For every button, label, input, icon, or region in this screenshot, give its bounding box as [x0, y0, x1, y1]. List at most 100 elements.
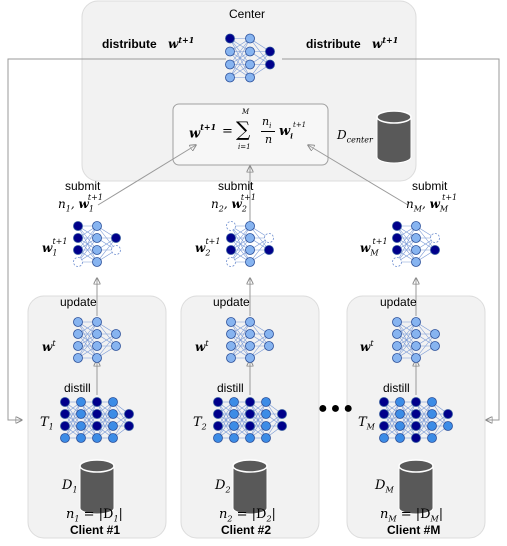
network-node [411, 433, 421, 443]
client-data-label-2: D2 [215, 478, 231, 495]
network-node [73, 233, 83, 243]
network-edge [229, 38, 251, 78]
network-edge [217, 401, 235, 439]
client-name-1: Client #1 [70, 523, 121, 537]
submit-payload-m: nM, wMt+1 [406, 193, 458, 214]
network-node [226, 245, 236, 255]
network-node [76, 421, 86, 431]
network-node [226, 317, 236, 327]
client-size-label-2: n2 = |D2| [219, 507, 276, 524]
network-edge [230, 321, 251, 347]
network-node [245, 245, 255, 255]
teacher-model-icon-m [379, 397, 453, 443]
submit-arrow-m [308, 145, 409, 206]
network-node [245, 46, 255, 57]
network-edge [249, 51, 271, 78]
network-edge [96, 401, 114, 439]
network-node [92, 421, 102, 431]
network-edge [77, 321, 98, 359]
distill-label-m: distill [383, 381, 410, 395]
client-database-icon-1 [79, 459, 115, 515]
network-edge [96, 333, 117, 359]
network-edge [249, 401, 267, 439]
network-node [430, 329, 440, 339]
frac-num: ni [262, 115, 272, 131]
network-edge [399, 401, 417, 439]
network-node [108, 421, 118, 431]
network-node [261, 421, 271, 431]
network-node [427, 397, 437, 407]
database-icons [79, 110, 434, 515]
network-node [60, 409, 70, 419]
network-node [60, 433, 70, 443]
distill-label-1: distill [64, 381, 91, 395]
center-title: Center [229, 7, 266, 21]
network-node [226, 353, 236, 363]
network-node [92, 221, 102, 231]
teacher-label-1: T1 [40, 415, 54, 432]
network-node [245, 317, 255, 327]
network-node [111, 329, 121, 339]
network-node [225, 59, 235, 70]
network-edge [396, 225, 417, 251]
network-node [261, 433, 271, 443]
network-node [92, 233, 102, 243]
more-clients-ellipsis: ●●● [318, 400, 356, 417]
network-node [379, 397, 389, 407]
network-node [73, 341, 83, 351]
local-model-label-1: w1t+1 [42, 237, 68, 258]
network-node [245, 59, 255, 70]
network-node [392, 257, 402, 267]
network-node [92, 329, 102, 339]
network-node [245, 257, 255, 267]
network-node [108, 433, 118, 443]
network-node [73, 329, 83, 339]
network-edge [77, 225, 98, 263]
network-node [76, 409, 86, 419]
current-model-icon-2 [226, 317, 274, 363]
network-node [111, 245, 121, 255]
network-node [124, 409, 134, 419]
network-node [76, 433, 86, 443]
global-weight-label-1: wt [42, 339, 56, 354]
network-node [427, 433, 437, 443]
network-node [111, 341, 121, 351]
current-model-icon-m [392, 317, 440, 363]
distill-label-2: distill [217, 381, 244, 395]
network-node [392, 341, 402, 351]
network-edge [396, 333, 417, 359]
network-edge [80, 401, 98, 439]
network-node [73, 353, 83, 363]
network-node [213, 409, 223, 419]
network-node [245, 33, 255, 44]
network-icons [60, 33, 453, 443]
network-node [245, 72, 255, 83]
client-size-label-1: n1 = |D1| [66, 507, 123, 524]
network-node [379, 433, 389, 443]
network-node [92, 397, 102, 407]
client-data-label-1: D1 [62, 478, 78, 495]
global-model-icon [225, 33, 275, 83]
update-label-1: update [60, 295, 97, 309]
network-node [430, 341, 440, 351]
network-node [411, 233, 421, 243]
network-node [411, 317, 421, 327]
update-label-m: update [380, 295, 417, 309]
network-edge [249, 237, 270, 263]
network-node [73, 257, 83, 267]
network-node [411, 245, 421, 255]
network-node [226, 329, 236, 339]
network-node [245, 329, 255, 339]
network-edge [396, 321, 417, 359]
network-node [226, 341, 236, 351]
network-node [245, 353, 255, 363]
submit-payload-2: n2, w2t+1 [211, 193, 256, 214]
client-data-label-m: DM [375, 478, 394, 495]
network-node [111, 233, 121, 243]
network-node [395, 397, 405, 407]
client-size-label-m: nM = |DM| [380, 507, 444, 524]
network-node [92, 353, 102, 363]
network-node [92, 409, 102, 419]
network-node [229, 433, 239, 443]
network-edge [230, 321, 251, 359]
